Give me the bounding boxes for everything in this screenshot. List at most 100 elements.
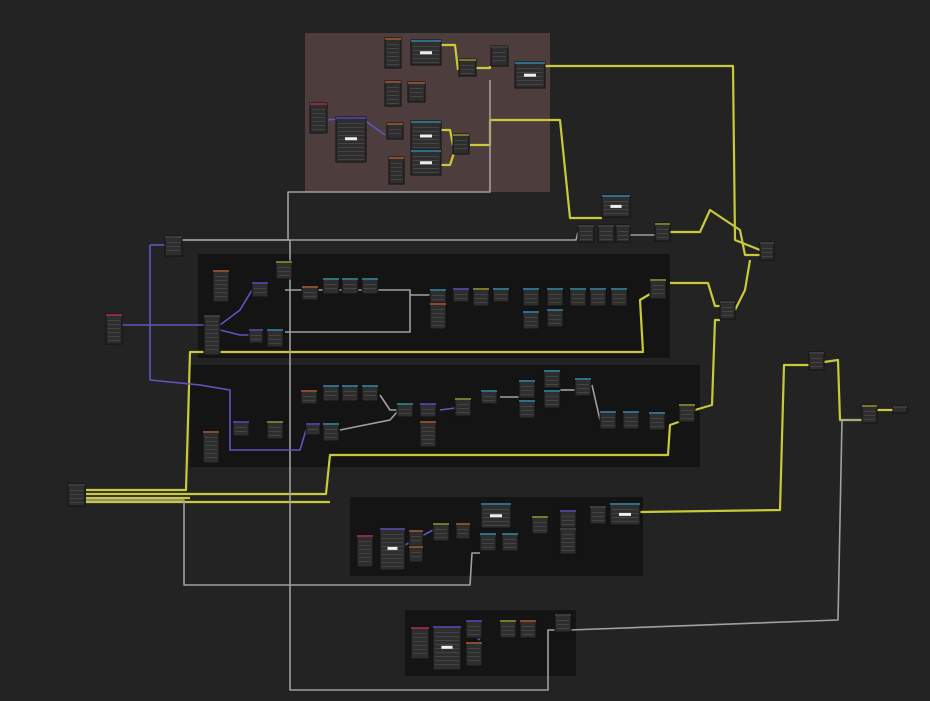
node-header[interactable] xyxy=(302,286,318,288)
shader-node[interactable] xyxy=(408,529,424,547)
node-header[interactable] xyxy=(420,421,436,423)
node-header[interactable] xyxy=(411,627,429,629)
shader-node[interactable] xyxy=(519,619,537,639)
node-header[interactable] xyxy=(590,288,606,290)
node-header[interactable] xyxy=(433,523,449,525)
node-header[interactable] xyxy=(430,289,446,291)
node-header[interactable] xyxy=(720,301,735,303)
node-header[interactable] xyxy=(893,406,907,408)
shader-node[interactable] xyxy=(212,269,230,303)
node-header[interactable] xyxy=(385,38,401,40)
shader-node[interactable] xyxy=(518,399,536,419)
shader-node[interactable] xyxy=(648,411,666,431)
node-header[interactable] xyxy=(650,279,666,281)
shader-node[interactable] xyxy=(501,532,519,552)
node-header[interactable] xyxy=(544,370,560,372)
node-header[interactable] xyxy=(466,620,482,622)
node-header[interactable] xyxy=(301,390,317,392)
shader-node[interactable] xyxy=(410,626,430,660)
node-header[interactable] xyxy=(342,278,358,280)
node-header[interactable] xyxy=(623,411,639,413)
node-header[interactable] xyxy=(267,329,283,331)
node-header[interactable] xyxy=(532,516,548,518)
node-header[interactable] xyxy=(602,195,630,197)
node-header[interactable] xyxy=(362,278,378,280)
shader-node[interactable] xyxy=(543,389,561,409)
node-header[interactable] xyxy=(456,523,470,525)
node-header[interactable] xyxy=(760,242,774,244)
node-header[interactable] xyxy=(502,533,518,535)
node-header[interactable] xyxy=(598,225,614,227)
node-header[interactable] xyxy=(493,288,509,290)
shader-node[interactable] xyxy=(202,430,220,464)
node-header[interactable] xyxy=(106,314,122,316)
shader-node[interactable] xyxy=(472,287,490,307)
node-header[interactable] xyxy=(649,412,665,414)
node-header[interactable] xyxy=(547,309,563,311)
shader-node[interactable] xyxy=(531,515,549,535)
node-header[interactable] xyxy=(491,46,508,48)
node-header[interactable] xyxy=(515,62,545,64)
node-header[interactable] xyxy=(252,282,268,284)
shader-node[interactable] xyxy=(559,509,577,529)
node-header[interactable] xyxy=(453,288,469,290)
node-header[interactable] xyxy=(611,288,627,290)
shader-node[interactable] xyxy=(455,522,471,540)
node-header[interactable] xyxy=(306,423,320,425)
shader-node[interactable] xyxy=(499,619,517,639)
node-header[interactable] xyxy=(420,403,436,405)
node-header[interactable] xyxy=(323,423,339,425)
node-header[interactable] xyxy=(547,288,563,290)
node-header[interactable] xyxy=(336,117,366,119)
shader-node[interactable] xyxy=(543,369,561,389)
node-header[interactable] xyxy=(411,40,441,42)
node-header[interactable] xyxy=(387,123,403,125)
node-header[interactable] xyxy=(523,311,539,313)
shader-node[interactable] xyxy=(386,122,404,140)
shader-node[interactable] xyxy=(808,351,825,371)
node-header[interactable] xyxy=(809,352,824,354)
node-header[interactable] xyxy=(459,59,476,61)
node-header[interactable] xyxy=(575,378,591,380)
shader-node[interactable] xyxy=(266,420,284,440)
shader-node[interactable] xyxy=(654,222,671,242)
node-header[interactable] xyxy=(323,385,339,387)
shader-node[interactable] xyxy=(454,397,472,417)
shader-node[interactable] xyxy=(266,328,284,348)
node-header[interactable] xyxy=(430,303,446,305)
shader-node[interactable] xyxy=(322,384,340,402)
node-header[interactable] xyxy=(380,528,405,530)
node-header[interactable] xyxy=(323,278,339,280)
shader-node[interactable] xyxy=(408,545,424,563)
node-header[interactable] xyxy=(233,421,249,423)
node-header[interactable] xyxy=(473,288,489,290)
node-header[interactable] xyxy=(68,484,85,486)
shader-node[interactable] xyxy=(384,80,402,107)
shader-node[interactable] xyxy=(569,287,587,307)
shader-node[interactable] xyxy=(546,308,564,328)
node-header[interactable] xyxy=(481,503,511,505)
node-header[interactable] xyxy=(616,225,630,227)
shader-node[interactable] xyxy=(465,641,483,667)
node-header[interactable] xyxy=(310,103,327,105)
node-header[interactable] xyxy=(500,620,516,622)
node-header[interactable] xyxy=(480,533,496,535)
shader-node[interactable] xyxy=(232,420,250,437)
node-header[interactable] xyxy=(655,223,670,225)
shader-node[interactable] xyxy=(546,287,564,307)
node-header[interactable] xyxy=(519,380,535,382)
node-header[interactable] xyxy=(560,528,576,530)
shader-node[interactable] xyxy=(275,260,293,280)
node-header[interactable] xyxy=(203,431,219,433)
shader-node[interactable] xyxy=(341,384,359,402)
node-header[interactable] xyxy=(560,510,576,512)
shader-node[interactable] xyxy=(251,281,269,298)
node-header[interactable] xyxy=(389,157,404,159)
node-header[interactable] xyxy=(204,315,220,317)
node-header[interactable] xyxy=(411,121,441,123)
shader-node[interactable] xyxy=(522,287,540,307)
node-frame[interactable] xyxy=(405,610,576,676)
node-header[interactable] xyxy=(385,81,401,83)
